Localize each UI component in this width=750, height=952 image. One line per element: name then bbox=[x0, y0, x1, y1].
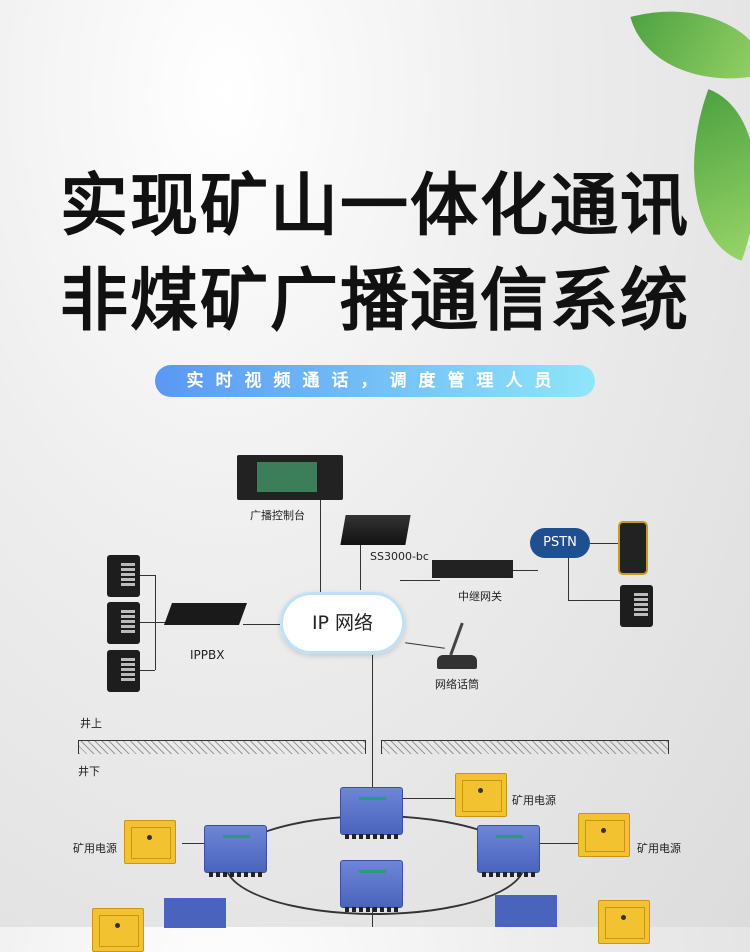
mine-power-label: 矿用电源 bbox=[637, 842, 681, 855]
connector bbox=[140, 575, 155, 576]
connector bbox=[140, 622, 168, 623]
connector bbox=[403, 798, 455, 799]
mine-power-supply bbox=[455, 773, 507, 817]
underground-device bbox=[164, 898, 226, 928]
connector bbox=[590, 543, 618, 544]
above-ground-label: 井上 bbox=[80, 717, 102, 730]
server-device bbox=[340, 515, 411, 545]
ground-divider-left bbox=[78, 740, 366, 754]
mine-power-supply bbox=[92, 908, 144, 952]
tagline-pill: 实时视频通话，调度管理人员 bbox=[155, 365, 595, 397]
title-line-1: 实现矿山一体化通讯 bbox=[59, 166, 690, 246]
connector bbox=[182, 843, 204, 844]
microphone-stem bbox=[449, 622, 464, 656]
mine-power-supply bbox=[598, 900, 650, 944]
ippbx-device bbox=[163, 603, 248, 625]
relay-gateway-device bbox=[432, 560, 513, 578]
connector bbox=[568, 558, 569, 600]
connector bbox=[360, 545, 361, 590]
connector bbox=[372, 900, 373, 927]
connector bbox=[243, 624, 280, 625]
ground-divider-right bbox=[381, 740, 669, 754]
connector bbox=[405, 642, 445, 649]
pstn-cloud: PSTN bbox=[530, 528, 590, 558]
connector bbox=[320, 500, 321, 595]
ip-network-cloud: IP 网络 bbox=[280, 592, 405, 654]
mine-power-supply bbox=[578, 813, 630, 857]
mine-power-supply bbox=[124, 820, 176, 864]
ip-phone-device bbox=[107, 555, 140, 597]
underground-switch-device bbox=[340, 860, 403, 912]
ippbx-label: IPPBX bbox=[190, 648, 225, 662]
underground-switch-device bbox=[340, 787, 403, 839]
underground-switch-device bbox=[477, 825, 540, 877]
connector bbox=[568, 600, 620, 601]
connector bbox=[540, 843, 578, 844]
connector bbox=[372, 655, 373, 787]
broadcast-console-device bbox=[237, 455, 343, 500]
network-microphone-device bbox=[437, 655, 477, 669]
underground-label: 井下 bbox=[78, 765, 100, 778]
ip-phone-device bbox=[107, 650, 140, 692]
palm-leaf-decoration bbox=[630, 0, 750, 104]
ip-phone-device bbox=[107, 602, 140, 644]
underground-switch-device bbox=[204, 825, 267, 877]
title-line-2: 非煤矿广播通信系统 bbox=[59, 261, 690, 341]
network-mic-label: 网络话筒 bbox=[435, 678, 479, 691]
connector bbox=[140, 670, 155, 671]
underground-device bbox=[495, 895, 557, 927]
desk-phone-device bbox=[620, 585, 653, 627]
connector bbox=[513, 570, 538, 571]
server-label: SS3000-bc bbox=[370, 550, 429, 563]
broadcast-console-label: 广播控制台 bbox=[250, 509, 305, 522]
mine-power-label: 矿用电源 bbox=[73, 842, 117, 855]
connector bbox=[400, 580, 440, 581]
relay-gateway-label: 中继网关 bbox=[458, 590, 502, 603]
mine-power-label: 矿用电源 bbox=[512, 794, 556, 807]
mobile-phone-device bbox=[618, 521, 648, 575]
